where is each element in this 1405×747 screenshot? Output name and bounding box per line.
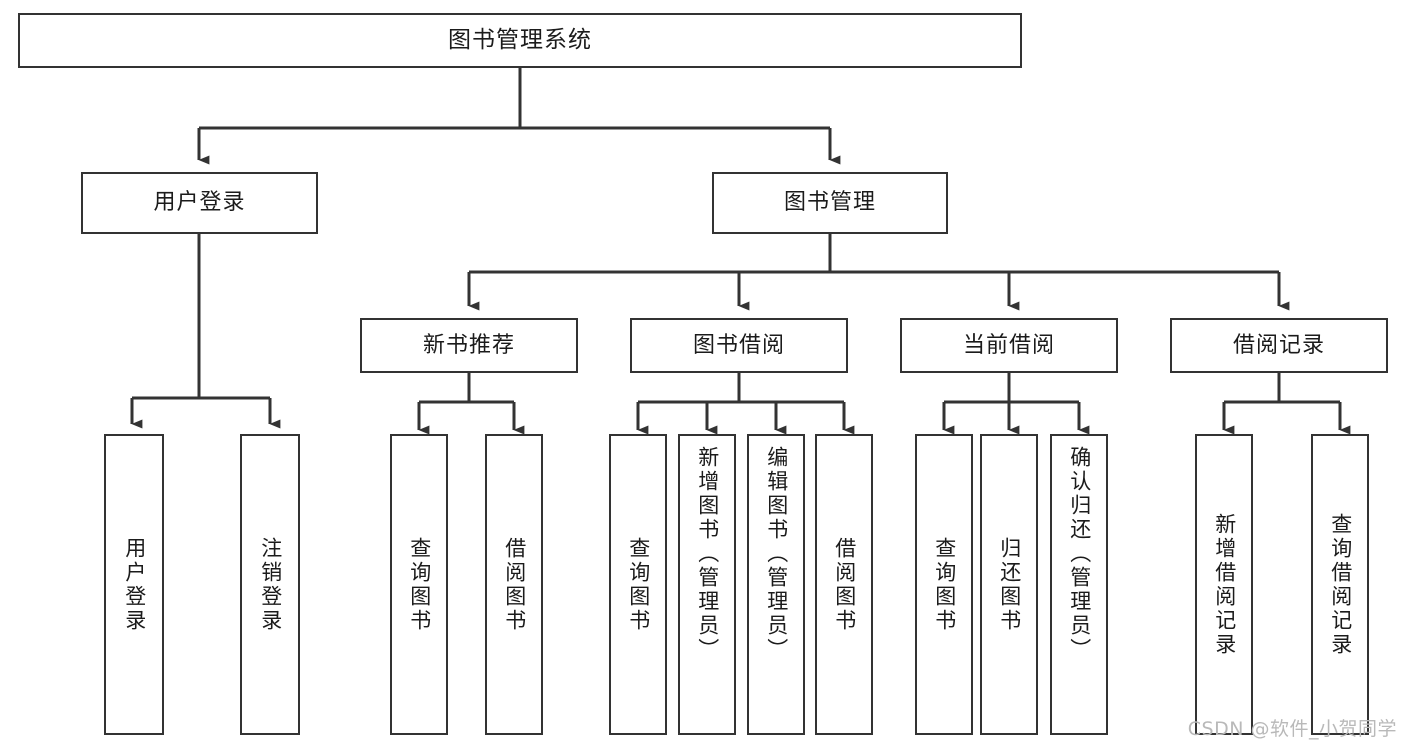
node-label: 借阅记录 (1232, 332, 1325, 358)
node-label: 用户登录 (122, 536, 147, 633)
node-root-图书管理系统[interactable]: 图书管理系统 (18, 13, 1022, 68)
node-current-borrow[interactable]: 当前借阅 (900, 318, 1118, 373)
node-leaf-query-book-1[interactable]: 查询图书 (390, 434, 448, 735)
node-label: 借阅图书 (832, 536, 857, 633)
node-leaf-add-record[interactable]: 新增借阅记录 (1195, 434, 1253, 735)
node-book-manage[interactable]: 图书管理 (712, 172, 948, 234)
node-label: 新书推荐 (422, 332, 515, 358)
node-leaf-logout[interactable]: 注销登录 (240, 434, 300, 735)
node-label: 确认归还（管理员） (1067, 446, 1092, 662)
node-leaf-query-book-3[interactable]: 查询图书 (915, 434, 973, 735)
node-leaf-add-book[interactable]: 新增图书（管理员） (678, 434, 736, 735)
node-leaf-query-book-2[interactable]: 查询图书 (609, 434, 667, 735)
node-leaf-user-login[interactable]: 用户登录 (104, 434, 164, 735)
node-label: 图书借阅 (692, 332, 785, 358)
node-label: 归还图书 (997, 536, 1022, 633)
node-label: 编辑图书（管理员） (764, 446, 789, 662)
node-label: 图书管理系统 (448, 27, 592, 54)
node-leaf-query-record[interactable]: 查询借阅记录 (1311, 434, 1369, 735)
node-leaf-confirm-return[interactable]: 确认归还（管理员） (1050, 434, 1108, 735)
csdn-watermark: CSDN @软件_小贺同学 (1187, 718, 1397, 740)
node-new-book-recommend[interactable]: 新书推荐 (360, 318, 578, 373)
node-leaf-return-book[interactable]: 归还图书 (980, 434, 1038, 735)
node-label: 新增图书（管理员） (695, 446, 720, 662)
node-label: 查询图书 (932, 536, 957, 633)
node-borrow-record[interactable]: 借阅记录 (1170, 318, 1388, 373)
node-label: 图书管理 (783, 190, 876, 216)
node-label: 查询图书 (407, 536, 432, 633)
node-label: 查询借阅记录 (1328, 512, 1353, 657)
node-label: 新增借阅记录 (1212, 512, 1237, 657)
node-user-login[interactable]: 用户登录 (81, 172, 318, 234)
node-label: 当前借阅 (962, 332, 1055, 358)
node-label: 借阅图书 (502, 536, 527, 633)
node-book-borrow[interactable]: 图书借阅 (630, 318, 848, 373)
node-leaf-edit-book[interactable]: 编辑图书（管理员） (747, 434, 805, 735)
node-label: 查询图书 (626, 536, 651, 633)
node-label: 注销登录 (258, 536, 283, 633)
node-leaf-borrow-book-2[interactable]: 借阅图书 (815, 434, 873, 735)
node-label: 用户登录 (153, 190, 246, 216)
node-leaf-borrow-book-1[interactable]: 借阅图书 (485, 434, 543, 735)
